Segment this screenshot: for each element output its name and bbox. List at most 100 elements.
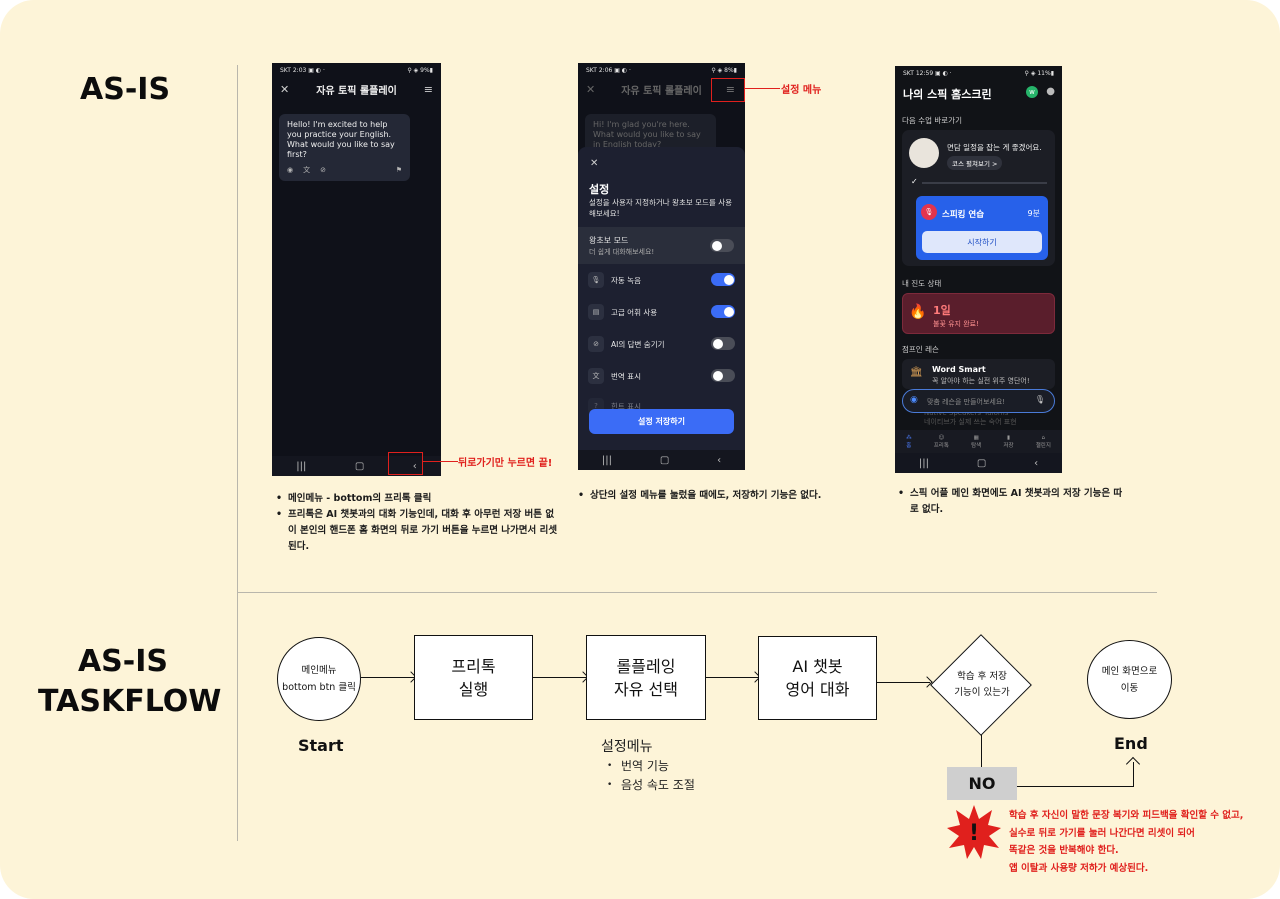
no-box: NO <box>947 767 1017 800</box>
flag-icon[interactable]: ⚑ <box>395 166 402 174</box>
sheet-close-icon[interactable]: ✕ <box>590 158 599 169</box>
home-tab-icon: ⁂ <box>906 434 912 441</box>
warning-symbol: ! <box>969 821 979 846</box>
tab-home[interactable]: ⁂홈 <box>906 435 912 449</box>
back-icon[interactable]: ‹ <box>717 454 722 466</box>
hide-eye-icon[interactable]: ⊘ <box>320 166 326 174</box>
back-button-highlight <box>388 452 423 475</box>
tab-label: 챌린지 <box>1035 442 1051 449</box>
save-settings-button[interactable]: 설정 저장하기 <box>589 409 734 434</box>
back-icon[interactable]: ‹ <box>1034 457 1039 469</box>
hide-ai-toggle[interactable] <box>711 337 735 350</box>
settings-menu-item: 번역 기능 <box>599 757 695 776</box>
translation-toggle[interactable] <box>711 369 735 382</box>
translate-icon: 文 <box>588 368 604 384</box>
check-icon: ✓ <box>911 177 918 186</box>
tab-freetalk[interactable]: ☺프리톡 <box>934 435 949 449</box>
ai-lesson-input[interactable]: ◉ 맞춤 레슨을 만들어보세요! 🎙 <box>902 389 1055 413</box>
no-to-end-line <box>1017 786 1133 787</box>
asis-title: AS-IS <box>80 72 171 107</box>
end-label: End <box>1114 734 1148 753</box>
settings-menu-highlight <box>711 78 745 102</box>
bottom-tab-bar: ⁂홈 ☺프리톡 ▦탐색 ▮저장 ⌂챌린지 <box>895 430 1062 453</box>
close-icon[interactable]: ✕ <box>280 83 290 96</box>
recents-icon[interactable]: ||| <box>601 454 613 466</box>
sheet-title: 설정 <box>589 183 610 196</box>
back-icon[interactable]: ‹ <box>412 460 417 472</box>
coach-avatar <box>909 138 939 168</box>
decision-text: 학습 후 저장 기능이 있는가 <box>954 671 1010 698</box>
record-icon[interactable]: ◉ <box>287 166 294 174</box>
bank-icon: 🏛 <box>910 367 923 378</box>
lesson-card2-title: Native Speakers' Idioms <box>924 409 1009 417</box>
tab-saved[interactable]: ▮저장 <box>1003 435 1013 449</box>
phone-settings-screen: SKT 2:06 ▣ ◐ · ⚲ ◈ 8%▮ ✕ 자유 토픽 롤플레이 ≡ Hi… <box>578 63 745 470</box>
recents-icon[interactable]: ||| <box>918 457 930 469</box>
home-icon[interactable]: ▢ <box>659 454 670 466</box>
settings-menu-icon[interactable]: ≡ <box>725 83 735 96</box>
taskflow-title: AS-IS TASKFLOW <box>38 644 222 719</box>
mic-icon[interactable]: 🎙 <box>1034 395 1045 404</box>
eye-off-icon: ⊘ <box>588 336 604 352</box>
horizontal-divider <box>237 592 1157 593</box>
step-ai-chat: AI 챗봇 영어 대화 <box>758 636 877 720</box>
settings-callout-text: 설정 메뉴 <box>781 85 822 96</box>
beginner-mode-row[interactable]: 왕초보 모드 더 쉽게 대화해보세요! <box>578 227 745 264</box>
status-right: ⚲ ◈ 8%▮ <box>711 67 737 74</box>
flow-arrow <box>877 682 930 683</box>
setting-row-advanced-vocab[interactable]: ▤ 고급 어휘 사용 <box>588 301 735 323</box>
settings-menu-icon[interactable]: ≡ <box>423 83 433 96</box>
warning-line: 실수로 뒤로 가기를 눌러 나간다면 리셋이 되어 <box>1009 827 1195 839</box>
no-branch-line <box>981 735 982 767</box>
mic-icon: 🎙 <box>921 204 937 220</box>
note-item: 프리톡은 AI 챗봇과의 대화 기능인데, 대화 후 아무런 저장 버튼 없이 … <box>276 507 561 555</box>
fire-icon: 🔥 <box>909 304 927 320</box>
freetalk-tab-icon: ☺ <box>938 434 945 441</box>
status-right: ⚲ ◈ 9%▮ <box>407 67 433 74</box>
vertical-divider <box>237 65 238 841</box>
jump-in-heading: 점프인 레슨 <box>902 345 939 354</box>
translate-icon[interactable]: 文 <box>303 166 311 174</box>
tab-label: 홈 <box>906 442 912 449</box>
advanced-vocab-toggle[interactable] <box>711 305 735 318</box>
streak-text: 불꽃 유지 완료! <box>933 320 979 328</box>
screen-title: 자유 토픽 롤플레이 <box>316 86 397 97</box>
expand-course-button[interactable]: 코스 펼쳐보기 > <box>947 156 1003 170</box>
profile-icon[interactable]: ● <box>1046 86 1055 97</box>
android-nav-bar: ||| ▢ ‹ <box>272 456 441 476</box>
auto-record-toggle[interactable] <box>711 273 735 286</box>
badge-icon[interactable]: w <box>1026 86 1038 98</box>
tab-challenge[interactable]: ⌂챌린지 <box>1036 435 1051 449</box>
beginner-mode-toggle[interactable] <box>710 239 734 252</box>
speaking-lesson-card[interactable]: 🎙 스피킹 연습 9분 시작하기 <box>916 196 1048 260</box>
home-icon[interactable]: ▢ <box>354 460 365 472</box>
challenge-tab-icon: ⌂ <box>1041 434 1046 441</box>
phone-freetalk-screen: SKT 2:03 ▣ ◐ · ⚲ ◈ 9%▮ ✕ 자유 토픽 롤플레이 ≡ He… <box>272 63 441 476</box>
status-left: SKT 12:59 ▣ ◐ · <box>903 70 952 77</box>
note-list-3: 스픽 어플 메인 화면에도 AI 챗봇과의 저장 기능은 따로 없다. <box>898 486 1123 518</box>
setting-row-translation[interactable]: 文 번역 표시 <box>588 365 735 387</box>
word-smart-card[interactable]: 🏛 Word Smart 꼭 알아야 하는 실전 위주 영단어! <box>902 359 1055 389</box>
settings-menu-list: 번역 기능 음성 속도 조절 <box>599 757 695 795</box>
close-icon[interactable]: ✕ <box>586 83 596 96</box>
home-icon[interactable]: ▢ <box>976 457 987 469</box>
streak-card: 🔥 1일 불꽃 유지 완료! <box>902 293 1055 334</box>
setting-label: 번역 표시 <box>611 371 641 381</box>
settings-menu-item: 음성 속도 조절 <box>599 776 695 795</box>
tab-explore[interactable]: ▦탐색 <box>971 435 981 449</box>
note-list-1: 메인메뉴 - bottom의 프리톡 클릭 프리톡은 AI 챗봇과의 대화 기능… <box>276 491 561 555</box>
streak-days: 1일 <box>933 304 951 317</box>
screen-title: 자유 토픽 롤플레이 <box>621 86 702 97</box>
coach-message: 면담 일정을 잡는 게 좋겠어요. <box>947 143 1042 152</box>
ai-message-text: Hello! I'm excited to help you practice … <box>287 120 395 159</box>
start-node: 메인메뉴 bottom btn 클릭 <box>277 637 361 721</box>
flow-arrow <box>706 677 758 678</box>
lesson-name: 스피킹 연습 <box>942 210 985 220</box>
recents-icon[interactable]: ||| <box>296 460 307 472</box>
start-lesson-button[interactable]: 시작하기 <box>922 231 1042 253</box>
setting-row-hide-ai[interactable]: ⊘ AI의 답변 숨기기 <box>588 333 735 355</box>
warning-text: 학습 후 자신이 말한 문장 복기와 피드백을 확인할 수 없고, 실수로 뒤로… <box>1009 807 1271 877</box>
setting-row-auto-record[interactable]: 🎙 자동 녹음 <box>588 269 735 291</box>
progress-track <box>922 182 1047 184</box>
idioms-card[interactable]: Native Speakers' Idioms 네이티브가 실제 쓰는 숙어 표… <box>902 409 1055 429</box>
